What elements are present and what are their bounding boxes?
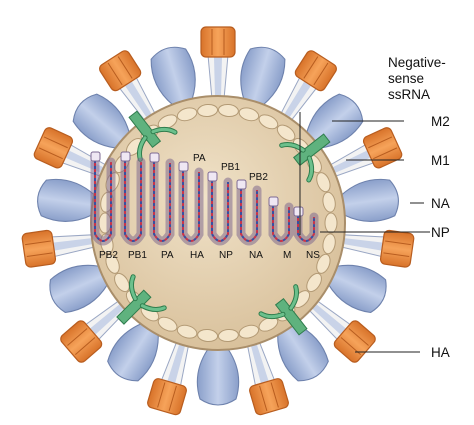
na-spike xyxy=(72,93,130,149)
na-spike xyxy=(340,178,399,222)
lipid-cell xyxy=(105,253,120,274)
label-m1: M1 xyxy=(431,153,450,168)
label-na: NA xyxy=(431,196,450,211)
na-spike xyxy=(150,46,196,106)
rnp-segment xyxy=(293,206,319,246)
ha-spike xyxy=(339,229,415,268)
m2-ion-channels xyxy=(116,110,331,336)
label-leader-lines xyxy=(299,112,430,353)
lipid-cell xyxy=(176,107,198,122)
lipid-cell xyxy=(197,328,219,343)
ha-spike xyxy=(327,127,403,178)
ha-spike xyxy=(200,26,236,100)
lipid-cell xyxy=(324,212,338,234)
label-ssrna-line3: ssRNA xyxy=(388,87,430,102)
na-spike xyxy=(37,178,96,222)
na-spike xyxy=(240,46,286,106)
na-spike xyxy=(49,264,109,314)
label-np: NP xyxy=(431,225,450,240)
rnp-segment xyxy=(207,171,233,246)
lipid-cell xyxy=(322,233,336,255)
ha-spike xyxy=(147,339,190,416)
m2-channel xyxy=(116,274,167,325)
m2-channel xyxy=(279,133,331,183)
lipid-cell xyxy=(306,272,322,293)
lipid-cell xyxy=(322,191,336,213)
envelope-spikes xyxy=(21,26,415,416)
polymerase-label-pb2: PB2 xyxy=(249,172,268,183)
ribonucleoprotein-segments xyxy=(90,151,319,246)
lipid-cell xyxy=(316,253,331,274)
lipid-cell xyxy=(258,316,279,332)
segment-label-pb1: PB1 xyxy=(128,250,147,261)
lipid-cell xyxy=(217,103,239,118)
segment-label-ns: NS xyxy=(306,250,320,261)
rnp-segment xyxy=(268,196,294,246)
segment-label-pa: PA xyxy=(161,250,174,261)
m2-channel xyxy=(128,110,178,162)
rnp-segment xyxy=(120,151,146,246)
rnp-segment xyxy=(90,151,116,246)
label-m2: M2 xyxy=(431,114,450,129)
na-spike xyxy=(327,264,387,314)
lipid-cell xyxy=(238,107,260,122)
segment-label-pb2: PB2 xyxy=(99,250,118,261)
lipid-cell xyxy=(316,172,331,193)
label-ssrna-line2: sense xyxy=(388,71,424,86)
lipid-cell xyxy=(157,114,178,130)
na-spike xyxy=(107,322,159,382)
ha-spike xyxy=(246,339,289,416)
na-spike xyxy=(196,348,240,406)
ha-spike xyxy=(99,50,157,123)
rnp-segment xyxy=(236,179,262,246)
lipid-cell xyxy=(157,316,178,332)
rnp-segment xyxy=(149,152,175,246)
na-spike xyxy=(277,322,329,382)
segment-label-ha: HA xyxy=(190,250,204,261)
polymerase-label-pa: PA xyxy=(193,153,206,164)
ha-spike xyxy=(60,298,129,363)
m2-channel xyxy=(258,284,308,336)
lipid-cell xyxy=(258,114,279,130)
rnp-segment xyxy=(178,161,204,246)
label-ha: HA xyxy=(431,345,450,360)
polymerase-label-pb1: PB1 xyxy=(221,162,240,173)
lipid-cell xyxy=(238,324,260,339)
lipid-cell xyxy=(114,272,130,293)
lipid-cell xyxy=(276,124,296,141)
lipid-cell xyxy=(217,328,239,343)
segment-labels: PB2 PB1 PA HA NP NA M NS xyxy=(99,250,320,261)
ha-spike xyxy=(279,50,337,123)
label-ssrna-line1: Negative- xyxy=(388,55,446,70)
ha-spike xyxy=(21,229,97,268)
segment-label-np: NP xyxy=(219,250,233,261)
lipid-cell xyxy=(197,103,219,118)
segment-label-na: NA xyxy=(249,250,263,261)
segment-label-m: M xyxy=(283,250,291,261)
ha-spike xyxy=(307,298,376,363)
lipid-cell xyxy=(176,324,198,339)
